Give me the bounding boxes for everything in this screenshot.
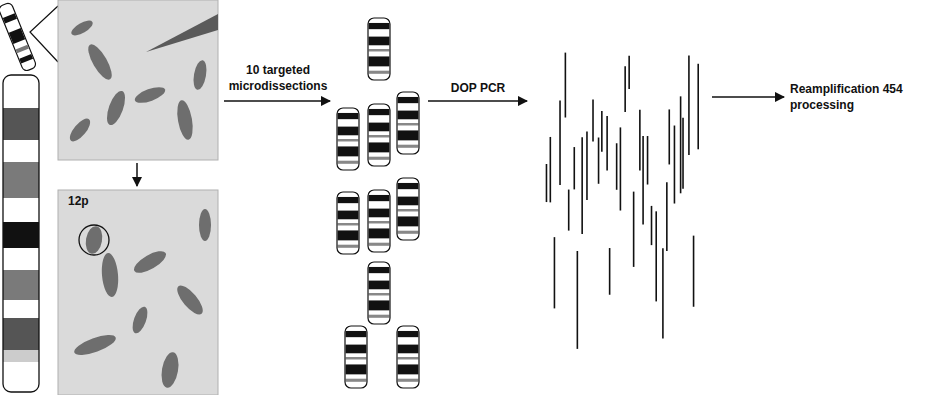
dna-fragment [624, 66, 626, 112]
generated-art [0, 2, 698, 392]
dna-fragment [609, 248, 611, 295]
band [3, 222, 39, 248]
dna-fragment [662, 248, 664, 338]
dna-fragment [697, 64, 699, 150]
chromosome-blob [133, 84, 167, 106]
chromosome-blob [173, 282, 207, 319]
chromosome-blob [66, 115, 93, 144]
fragment-chromosome [368, 190, 390, 252]
dna-fragment [674, 126, 676, 204]
fragment-chromosome [337, 108, 359, 170]
chromosome-blob [69, 18, 95, 39]
dna-fragment [693, 236, 695, 307]
dna-fragment [628, 56, 630, 89]
chromosome-blob [191, 59, 208, 91]
step-label: 10 targeted microdissections [222, 62, 334, 94]
dna-fragment [554, 237, 556, 308]
band [3, 75, 39, 108]
step-arrow [428, 100, 527, 102]
dna-fragment [550, 137, 552, 202]
band [3, 248, 39, 270]
band [3, 300, 39, 318]
chromosome-blob [130, 305, 151, 335]
chromosome-ideogram [3, 75, 39, 392]
band [3, 362, 39, 392]
fragment-chromosome [397, 92, 419, 154]
band [9, 28, 25, 44]
dna-fragment [680, 96, 682, 193]
band [19, 54, 33, 63]
down-arrow [136, 163, 138, 186]
chromosome-blob [199, 209, 211, 241]
chromosome-blob [175, 99, 196, 141]
chromosome-blob [159, 351, 181, 389]
band [3, 270, 39, 300]
dna-fragment [577, 251, 579, 349]
dna-fragments [546, 53, 698, 349]
dna-fragment [559, 100, 561, 185]
dna-fragment [606, 116, 608, 171]
step-arrow [712, 96, 784, 98]
dna-fragment [668, 109, 670, 164]
micrograph-bottom [58, 190, 218, 395]
tilted-chromosome [0, 2, 37, 72]
fragment-cluster [337, 18, 419, 388]
dna-fragment [592, 100, 594, 142]
dna-fragment [568, 190, 570, 231]
chromosome-blob [84, 225, 105, 255]
dna-fragment [616, 143, 618, 190]
band [3, 108, 39, 140]
band [3, 350, 39, 362]
dna-fragment [647, 136, 649, 184]
step-label: DOP PCR [428, 80, 528, 96]
dna-fragment [586, 131, 588, 200]
fragment-chromosome [368, 104, 390, 166]
fragment-chromosome [368, 262, 390, 324]
chromosome-blob [131, 247, 169, 277]
dna-fragment [620, 127, 622, 210]
micrograph-top [58, 0, 218, 160]
microneedle [146, 14, 218, 52]
fragment-chromosome [368, 18, 390, 80]
dna-fragment [633, 192, 635, 267]
band [3, 198, 39, 222]
ideogram-outline [3, 75, 39, 392]
fragment-chromosome [397, 178, 419, 240]
band [3, 318, 39, 350]
selection-circle [79, 225, 109, 255]
dna-fragment [546, 164, 548, 202]
dna-fragment [642, 136, 644, 225]
micrograph-chromosomes [66, 18, 211, 389]
band [3, 140, 39, 162]
region-label: 12p [68, 193, 108, 209]
chromosome-blob [84, 41, 116, 83]
band [16, 45, 29, 54]
dna-fragment [601, 111, 603, 152]
dna-fragment [682, 118, 684, 189]
chromosome-blob [103, 89, 128, 128]
dna-fragment [655, 211, 657, 301]
dna-fragment [573, 147, 575, 189]
dna-fragment [688, 56, 690, 155]
dna-fragment [598, 138, 600, 184]
dna-fragment [651, 206, 653, 245]
band [3, 13, 17, 23]
dna-fragment [666, 182, 668, 251]
dna-fragment [565, 53, 567, 118]
band [3, 162, 39, 198]
step-arrow [224, 100, 330, 102]
step-label: Reamplification 454 processing [790, 81, 905, 113]
fragment-chromosome [345, 326, 367, 388]
chromosome-blob [100, 252, 120, 297]
zoom-lines [30, 6, 58, 62]
chromosome-blob [72, 331, 118, 359]
fragment-chromosome [397, 326, 419, 388]
dna-fragment [639, 110, 641, 171]
fragment-chromosome [337, 192, 359, 254]
dna-fragment [581, 137, 583, 234]
